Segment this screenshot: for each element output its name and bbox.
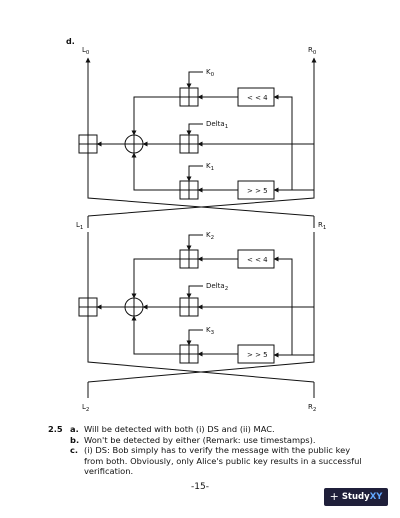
answer-block: 2.5 a. Will be detected with both (i) DS…	[48, 424, 368, 477]
svg-text:R0: R0	[308, 46, 317, 56]
svg-text:R1: R1	[318, 221, 326, 231]
svg-text:Delta1: Delta1	[206, 120, 228, 130]
answer-letter-c: c.	[70, 445, 79, 455]
answer-number: 2.5	[48, 424, 63, 434]
feistel-diagram: d.	[66, 37, 326, 413]
answer-b: Won't be detected by either (Remark: use…	[84, 434, 316, 445]
svg-text:< < 4: < < 4	[247, 94, 268, 102]
svg-text:R2: R2	[308, 403, 316, 413]
answer-a: Will be detected with both (i) DS and (i…	[84, 424, 275, 434]
svg-text:K1: K1	[206, 162, 214, 172]
logo-text-a: Study	[341, 492, 370, 502]
answer-letter-b: b.	[70, 434, 80, 445]
svg-text:L0: L0	[82, 46, 90, 56]
svg-text:Delta2: Delta2	[206, 282, 228, 292]
studyxy-logo: + StudyXY	[324, 488, 388, 506]
svg-text:> > 5: > > 5	[247, 187, 268, 195]
logo-text-b: XY	[369, 492, 383, 502]
svg-text:K2: K2	[206, 231, 214, 241]
svg-text:K3: K3	[206, 326, 215, 336]
answer-c: (i) DS: Bob simply has to verify the mes…	[84, 445, 362, 476]
plus-icon: +	[329, 490, 339, 503]
svg-text:< < 4: < < 4	[247, 256, 268, 264]
answer-letter-a: a.	[70, 424, 79, 434]
page-number: -15-	[191, 482, 209, 492]
svg-text:> > 5: > > 5	[247, 351, 268, 359]
svg-text:L2: L2	[82, 403, 89, 413]
part-label: d.	[66, 37, 75, 46]
svg-text:K0: K0	[206, 68, 215, 78]
svg-text:L1: L1	[76, 221, 83, 231]
